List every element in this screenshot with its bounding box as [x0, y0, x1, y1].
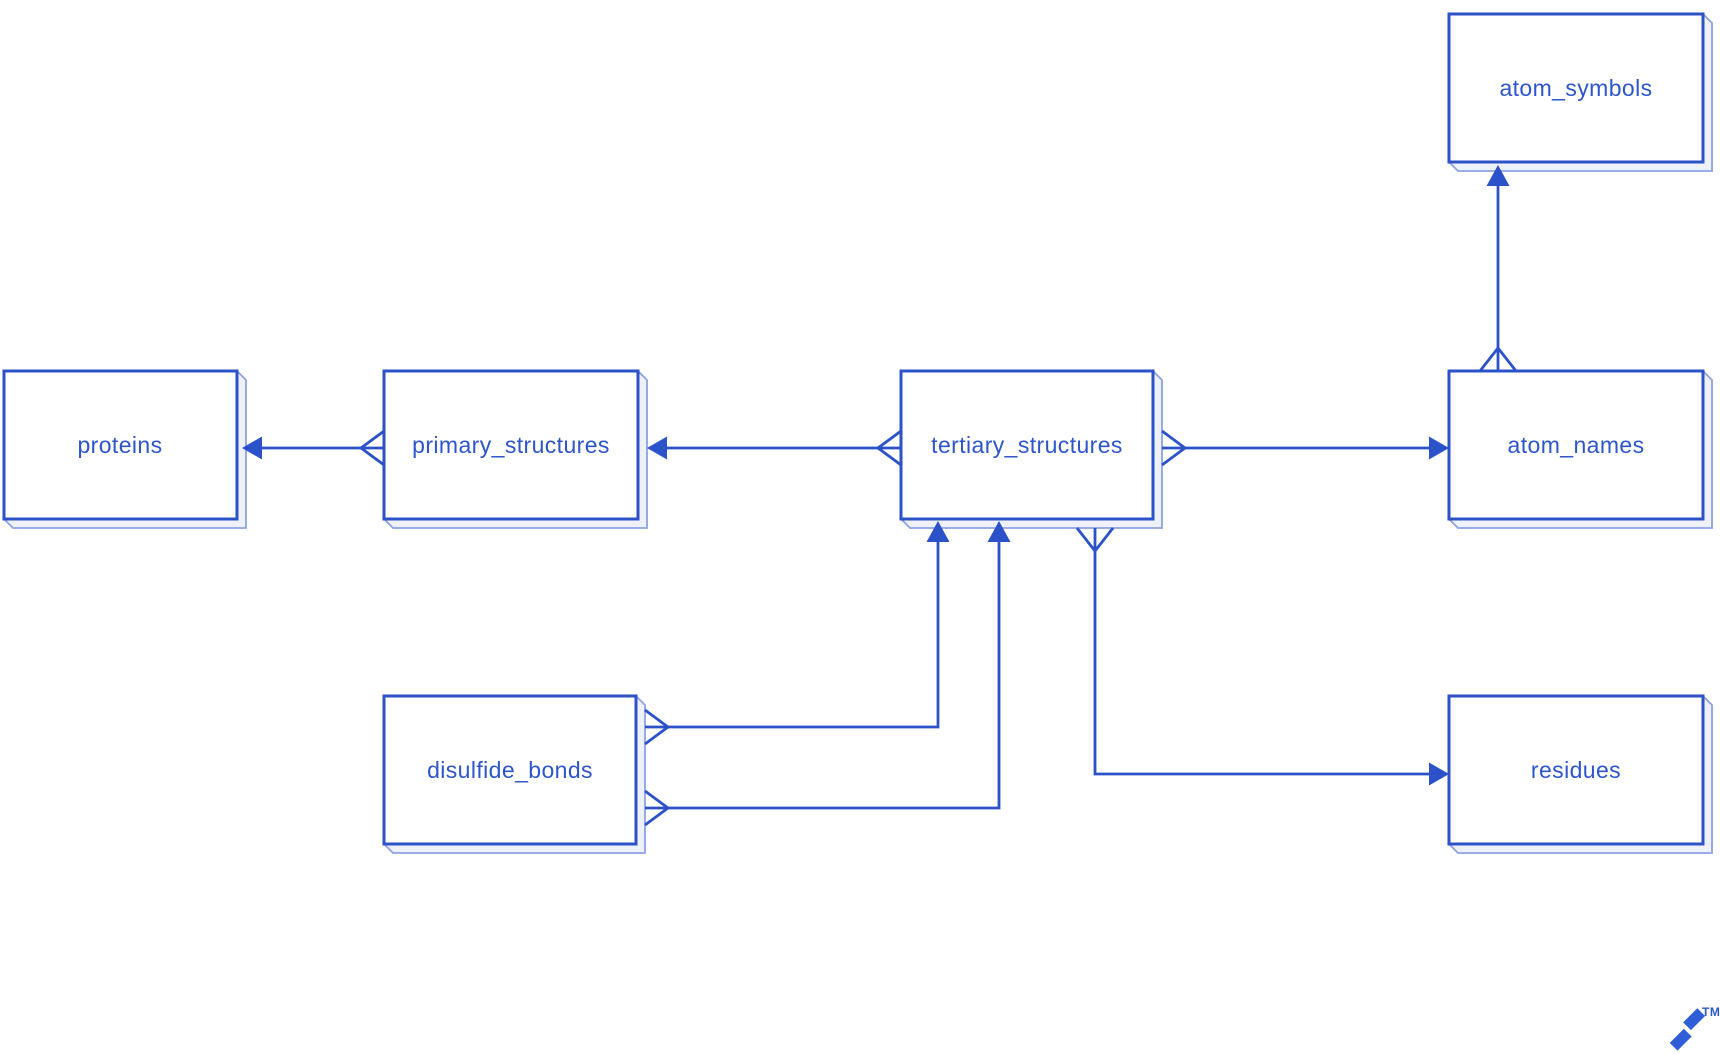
relationship-disulfide-bonds-to-tertiary-structures-1: [644, 521, 950, 746]
entity-rect: [382, 694, 638, 846]
crow-foot-many-icon: [875, 429, 902, 467]
entity-rect: [1447, 12, 1705, 164]
arrowhead-icon: [926, 521, 950, 542]
trademark-label: TM: [1702, 1005, 1720, 1019]
relationship-disulfide-bonds-to-tertiary-structures-2: [644, 521, 1011, 827]
entity-atom-names: atom_names: [1446, 368, 1713, 529]
entity-label: proteins: [77, 432, 162, 458]
entity-rect: [382, 369, 640, 521]
toptal-logo-icon: TM: [1669, 1005, 1720, 1051]
crow-foot-many-icon: [1075, 527, 1115, 554]
relationship-tertiary-structures-to-atom-names: [1161, 429, 1449, 467]
entity-atom-symbols: atom_symbols: [1446, 11, 1713, 172]
entity-label: atom_names: [1508, 432, 1645, 458]
entity-label: residues: [1531, 757, 1621, 783]
arrowhead-icon: [1429, 762, 1449, 786]
crow-foot-many-icon: [1478, 345, 1518, 372]
entity-rect: [2, 369, 239, 521]
entity-primary-structures: primary_structures: [381, 368, 648, 529]
arrowhead-icon: [1486, 165, 1510, 186]
arrowhead-icon: [242, 436, 262, 460]
arrowhead-icon: [647, 436, 667, 460]
entity-rect: [1447, 694, 1705, 846]
crow-foot-many-icon: [358, 429, 385, 467]
entity-rect: [899, 369, 1155, 521]
arrowhead-icon: [987, 521, 1011, 542]
logo-bar-top: [1683, 1008, 1706, 1031]
relationship-line: [645, 542, 1001, 810]
entity-rect: [1447, 369, 1705, 521]
relationship-tertiary-structures-to-primary-structures: [647, 429, 902, 467]
relationship-line: [645, 542, 940, 729]
relationship-line: [1093, 528, 1429, 776]
entity-label: tertiary_structures: [931, 432, 1123, 458]
entity-residues: residues: [1446, 693, 1713, 854]
relationship-tertiary-structures-to-residues: [1075, 527, 1449, 786]
logo-bar-bottom: [1669, 1028, 1692, 1051]
crow-foot-many-icon: [644, 789, 671, 827]
entity-tertiary-structures: tertiary_structures: [898, 368, 1163, 529]
arrowhead-icon: [1429, 436, 1449, 460]
entity-disulfide-bonds: disulfide_bonds: [381, 693, 646, 854]
crow-foot-many-icon: [1161, 429, 1188, 467]
entity-label: disulfide_bonds: [427, 757, 593, 783]
relationship-atom-names-to-atom-symbols: [1478, 165, 1518, 372]
entity-label: primary_structures: [412, 432, 610, 458]
entity-proteins: proteins: [1, 368, 247, 529]
crow-foot-many-icon: [644, 708, 671, 746]
relationship-primary-structures-to-proteins: [242, 429, 385, 467]
entity-label: atom_symbols: [1499, 75, 1652, 101]
